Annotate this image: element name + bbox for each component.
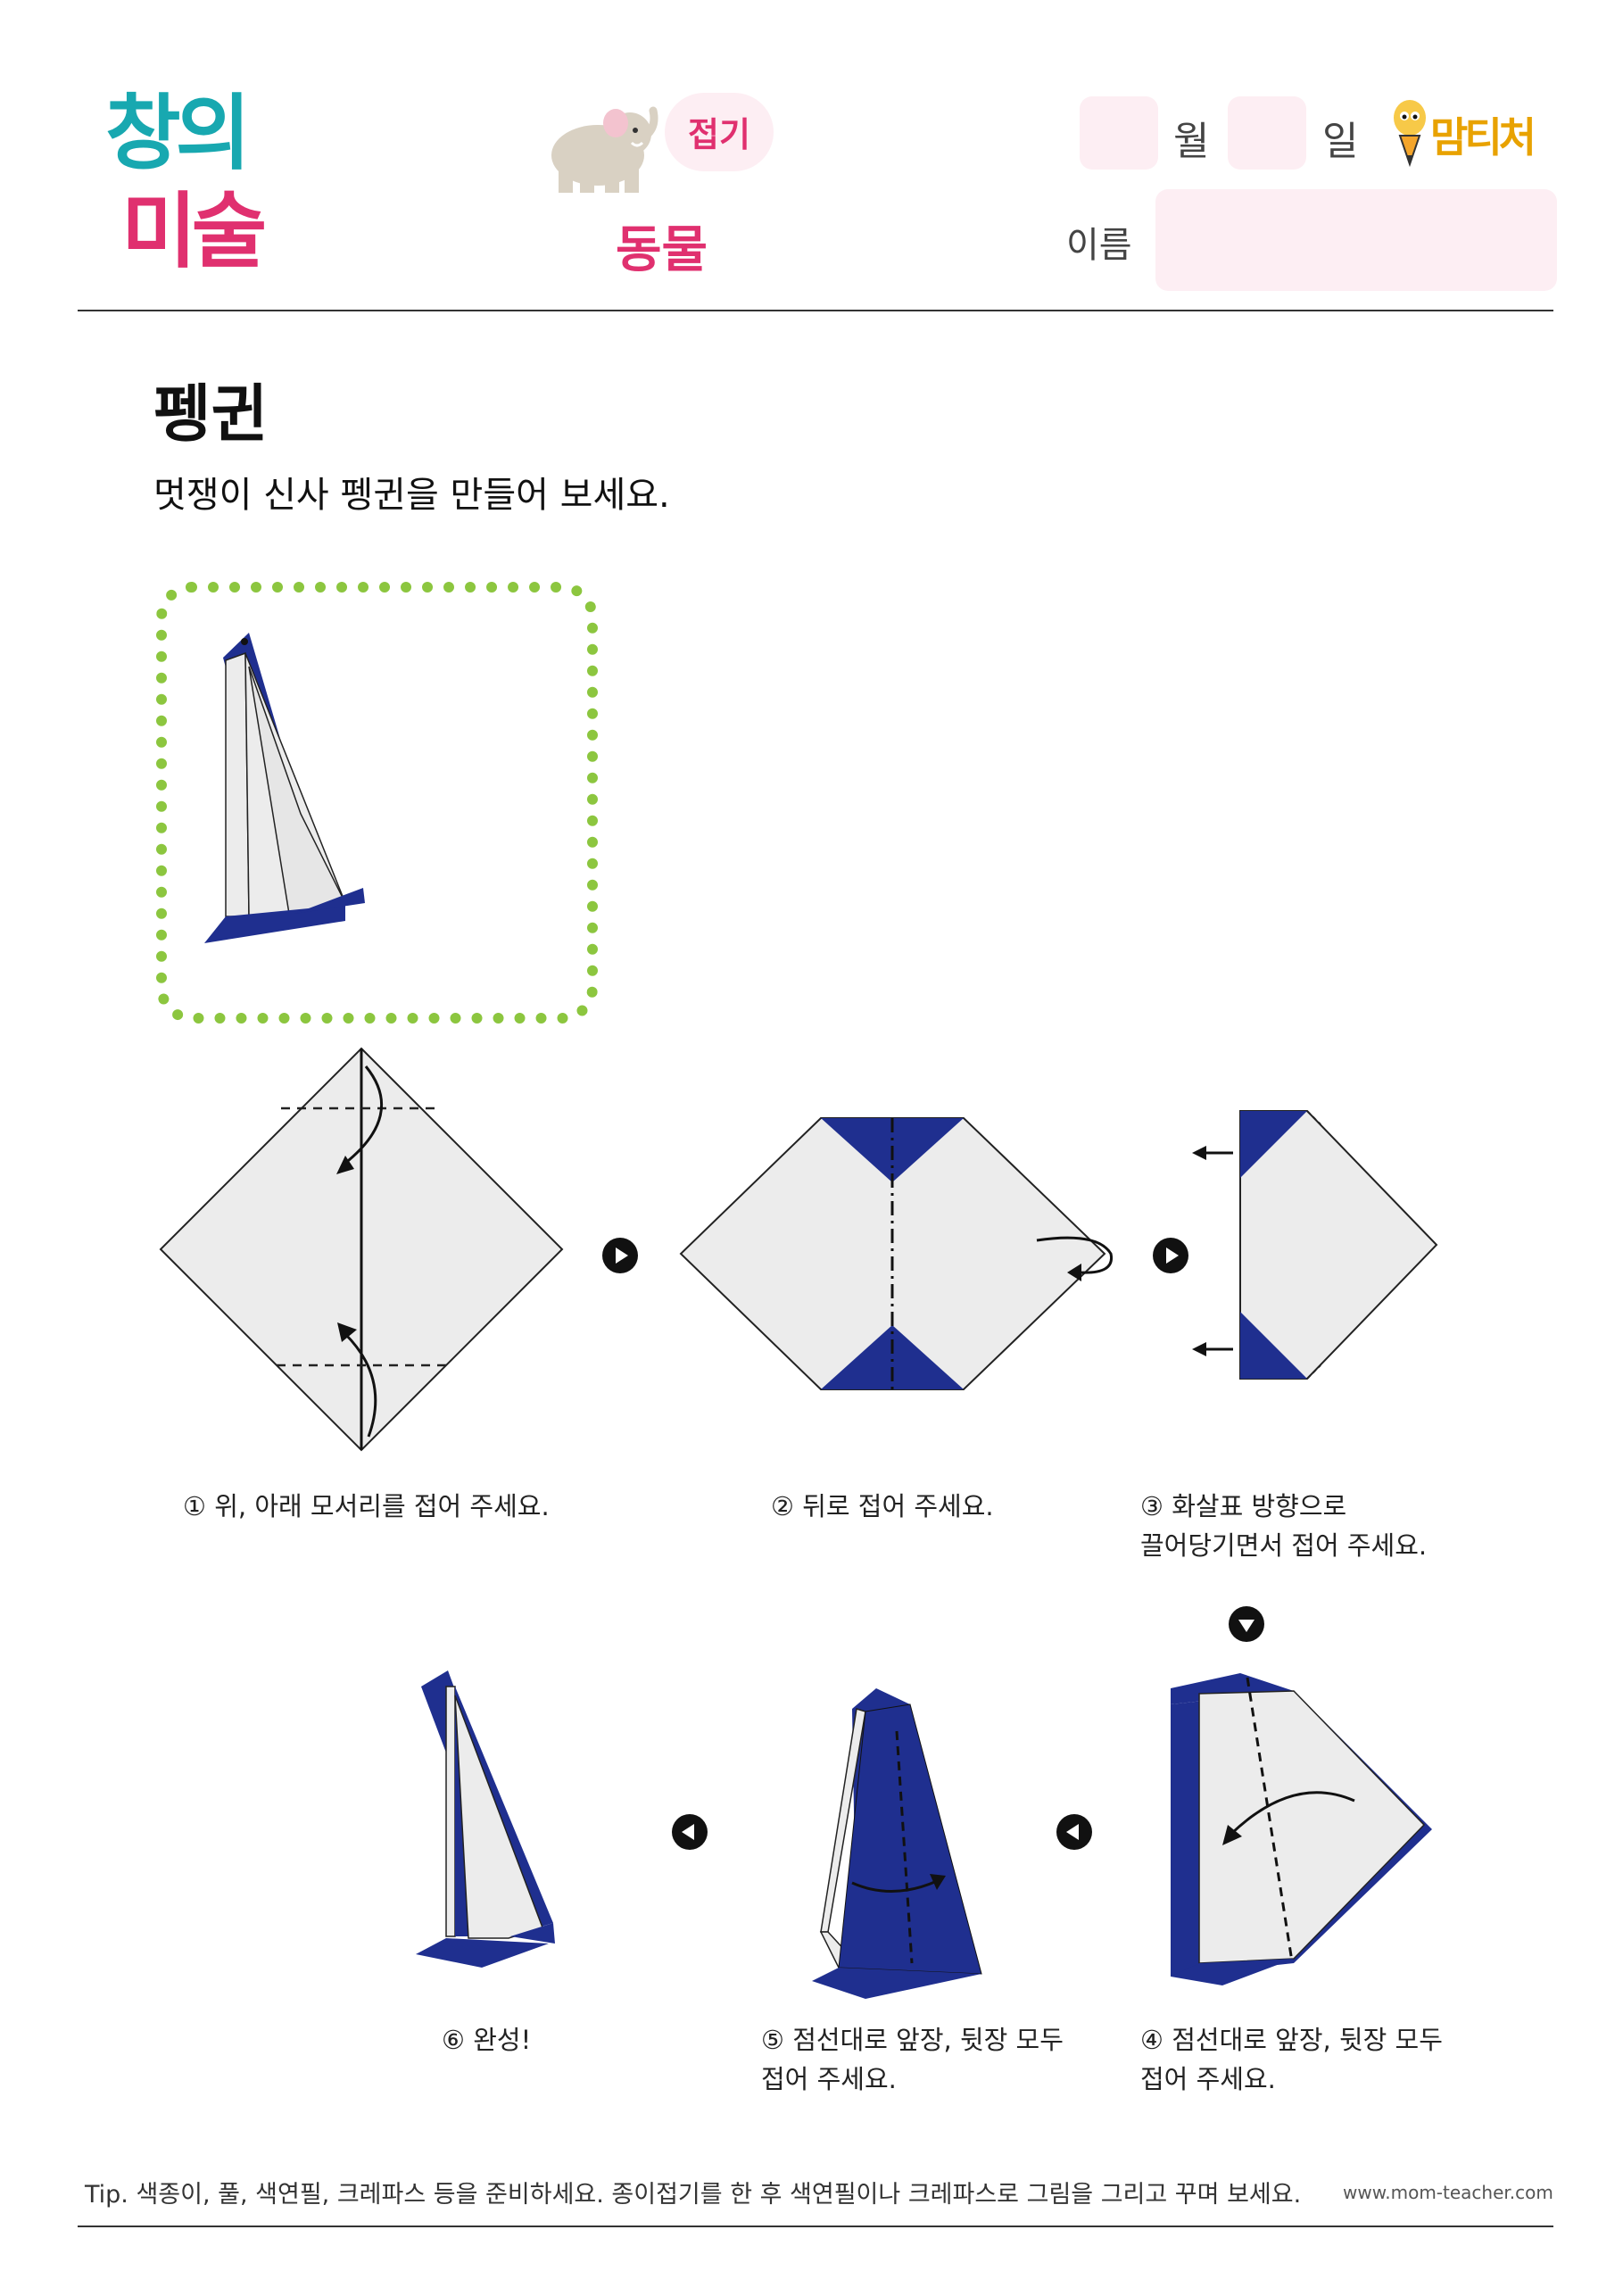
logo: 창의 미술	[105, 85, 284, 290]
step5-label: ⑤ 점선대로 앞장, 뒷장 모두 접어 주세요.	[761, 2025, 1064, 2094]
footer-divider	[78, 2226, 1553, 2227]
header-divider	[78, 310, 1553, 311]
next-arrow-icon	[1153, 1238, 1188, 1273]
step2-label: ② 뒤로 접어 주세요.	[771, 1491, 994, 1521]
prev-arrow-icon	[672, 1814, 708, 1850]
step2-diagram	[679, 1117, 1114, 1390]
step1-label: ① 위, 아래 모서리를 접어 주세요.	[183, 1491, 550, 1521]
category-title: 동물	[616, 221, 708, 279]
day-label: 일	[1322, 119, 1359, 164]
page-subtitle: 멋쟁이 신사 펭귄을 만들어 보세요.	[153, 475, 670, 516]
prev-arrow-icon	[1056, 1814, 1092, 1850]
brand-logo: 맘티처	[1387, 93, 1557, 173]
month-field[interactable]	[1080, 96, 1158, 170]
elephant-icon	[542, 100, 658, 198]
step4-diagram	[1171, 1673, 1432, 1985]
name-field[interactable]	[1155, 189, 1557, 291]
brand-name: 맘티처	[1430, 113, 1536, 162]
step3-diagram	[1192, 1110, 1438, 1380]
footer-url[interactable]: www.mom-teacher.com	[1343, 2182, 1553, 2203]
finished-preview-frame	[156, 582, 598, 1024]
step4-label: ④ 점선대로 앞장, 뒷장 모두 접어 주세요.	[1140, 2025, 1443, 2094]
step6-label: ⑥ 완성!	[442, 2025, 532, 2055]
logo-line1: 창의	[105, 86, 251, 181]
category-badge: 접기	[665, 93, 774, 171]
category-badge-label: 접기	[688, 115, 750, 154]
step3-label: ③ 화살표 방향으로 끌어당기면서 접어 주세요.	[1140, 1491, 1428, 1561]
down-arrow-icon	[1229, 1606, 1264, 1642]
next-arrow-icon	[602, 1238, 638, 1273]
footer-tip: Tip. 색종이, 풀, 색연필, 크레파스 등을 준비하세요. 종이접기를 한…	[85, 2181, 1302, 2209]
day-field[interactable]	[1228, 96, 1306, 170]
step1-diagram	[159, 1047, 564, 1452]
month-label: 월	[1173, 119, 1210, 164]
page-title: 펭귄	[153, 377, 269, 451]
pencil-mascot-icon	[1394, 100, 1426, 168]
logo-line2: 미술	[121, 184, 267, 279]
step5-diagram	[812, 1688, 982, 1999]
step6-diagram	[416, 1670, 555, 1968]
finished-penguin-image	[204, 633, 365, 943]
name-label: 이름	[1066, 225, 1132, 266]
